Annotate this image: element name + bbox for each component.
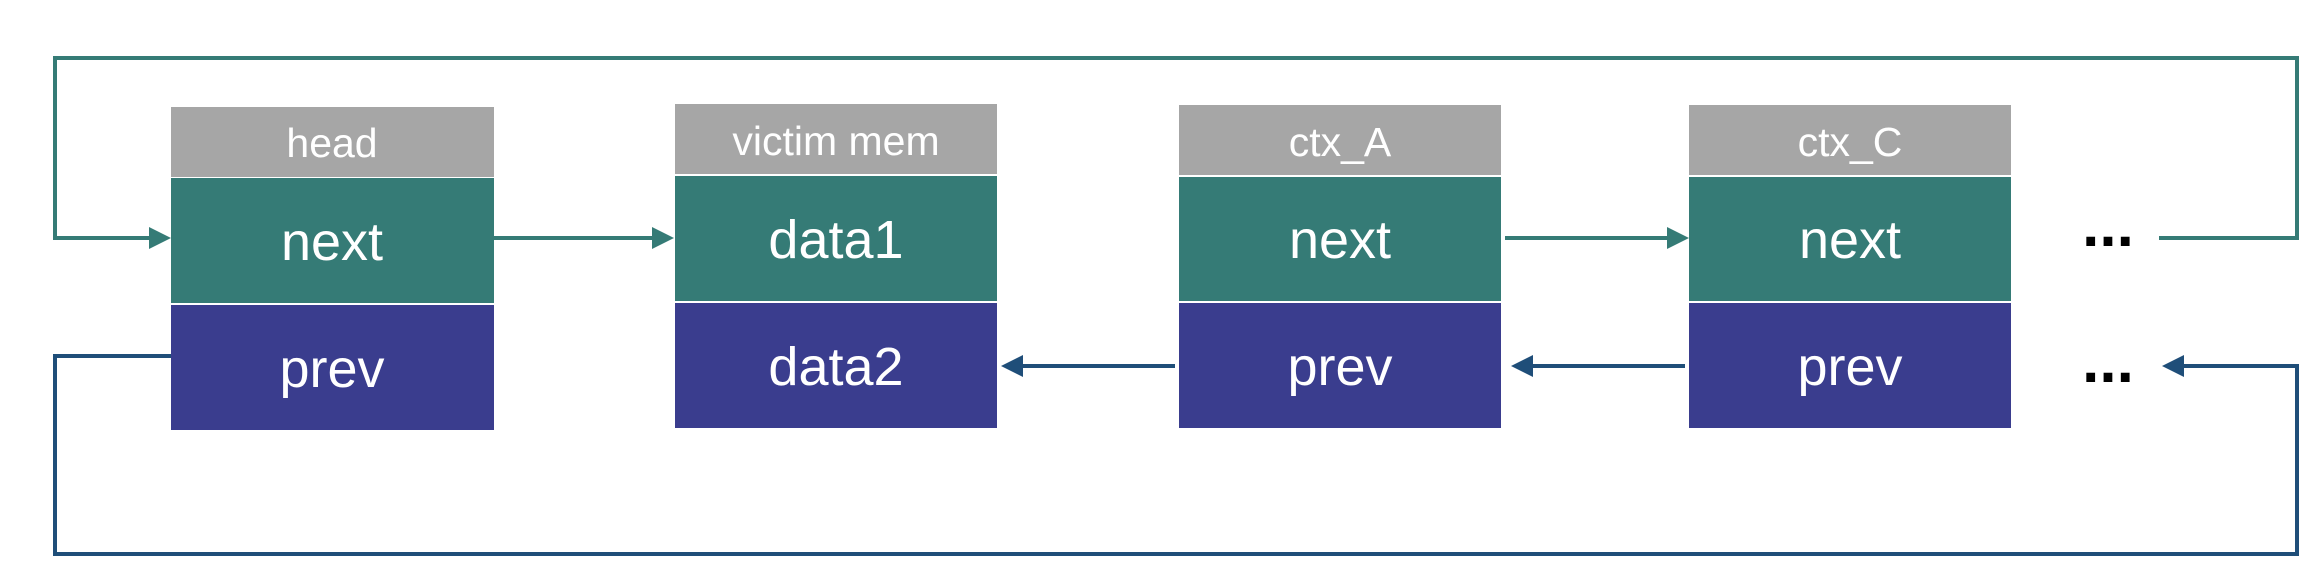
next-field-label: next — [281, 212, 383, 272]
next-arrows — [53, 56, 2299, 249]
node-ctx-a: ctx_A next prev — [1179, 105, 1501, 428]
next-field-label: next — [1799, 210, 1901, 270]
data2-field-box — [675, 303, 997, 428]
node-ctx-c: ctx_C next prev — [1689, 105, 2011, 428]
arrowhead — [2162, 355, 2184, 377]
arrowhead — [1667, 227, 1689, 249]
ellipsis-next: ... — [2082, 191, 2134, 260]
data2-field-label: data2 — [768, 337, 903, 397]
arrowhead — [1001, 355, 1023, 377]
arrow-wrap-next — [53, 56, 2299, 240]
node-header-label: head — [286, 120, 377, 166]
node-header-box — [675, 104, 997, 174]
node-header-box — [1179, 105, 1501, 175]
node-victim-mem: victim mem data1 data2 — [675, 104, 997, 428]
node-head: head next prev — [171, 107, 494, 430]
next-field-box — [171, 178, 494, 303]
prev-field-box — [1179, 303, 1501, 428]
node-header-box — [1689, 105, 2011, 175]
node-header-label: ctx_C — [1798, 119, 1903, 165]
data1-field-label: data1 — [768, 210, 903, 270]
prev-field-label: prev — [1287, 337, 1392, 397]
arrowhead — [652, 227, 674, 249]
arrowhead — [1511, 355, 1533, 377]
node-header-label: victim mem — [732, 118, 939, 164]
prev-field-box — [171, 305, 494, 430]
arrow-wrap-prev — [53, 354, 2299, 556]
data1-field-box — [675, 176, 997, 301]
prev-arrows — [53, 354, 2299, 556]
ellipsis-prev: ... — [2082, 327, 2134, 396]
next-field-box — [1179, 177, 1501, 301]
node-header-label: ctx_A — [1289, 119, 1392, 165]
next-field-box — [1689, 177, 2011, 301]
arrowhead — [149, 227, 171, 249]
prev-field-box — [1689, 303, 2011, 428]
prev-field-label: prev — [1797, 337, 1902, 397]
prev-field-label: prev — [279, 339, 384, 399]
next-field-label: next — [1289, 210, 1391, 270]
node-header-box — [171, 107, 494, 177]
